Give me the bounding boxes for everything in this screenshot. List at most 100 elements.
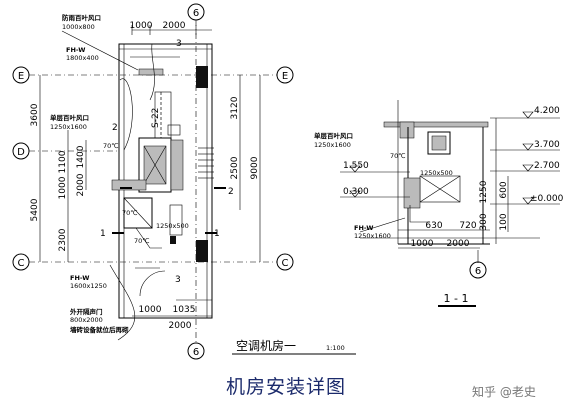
lower-duct-route [135,227,162,249]
dim-right-3120: 3120 [230,96,240,119]
ahu-side [170,139,184,191]
section-fhw-size: 1250x1600 [354,232,391,240]
section-duct-route [409,205,430,223]
axis-c-right-label: C [282,258,289,269]
axis-e-left-label: E [18,71,24,82]
fhw-top-size: 1800x400 [66,54,99,62]
sketch-curve-1 [149,43,155,101]
rain-louver-label: 防雨百叶风口 [62,13,101,22]
roof-beam [399,121,415,139]
section-title: 1 - 1 [444,292,469,305]
single-louver-size: 1250x1600 [50,123,87,131]
dim-left-2300: 2300 [58,228,68,251]
rain-louver-shape [138,68,164,76]
level-0300: 0.300 [343,187,369,197]
dim-top-1000: 1000 [130,21,153,31]
leader-rain-louver [61,30,139,71]
dim-section-630: 630 [425,221,442,231]
vertical-duct [154,91,172,139]
section-temp-70: 70℃ [390,152,406,160]
column-top [196,66,208,88]
plan-view: E D C E C 6 6 [12,3,356,360]
dim-left-2000: 2000 [76,173,86,196]
dim-left-3600: 3600 [30,103,40,126]
fhw-bottom-size: 1600x1250 [70,282,107,290]
door-label: 外开隔声门 [70,307,103,316]
cut-3-top: 3 [176,39,182,49]
dim-bottom-2000: 2000 [169,321,192,331]
dim-section-300: 300 [479,213,489,230]
lower-duct-box [123,197,153,229]
sketch-curve-2 [119,78,133,151]
lower-duct-diag [123,197,153,229]
door-size: 800x2000 [70,316,103,324]
duct-damper [167,124,181,136]
fhw-top-label: FH-W [66,46,85,54]
axis-6-top-label: 6 [193,8,199,19]
single-louver-label: 单层百叶风口 [50,113,89,122]
temp-70-a: 70℃ [103,142,119,150]
axis-6-bottom [187,342,205,360]
section-view: 4.200 3.700 2.700 ±0.000 1.550 0.300 125… [314,100,564,307]
cut-1-left: 1 [100,229,106,239]
section-axis-6-label: 6 [475,266,481,277]
stair-steps [198,147,214,179]
dim-section-2000: 2000 [447,239,470,249]
dim-top-2000: 2000 [163,21,186,31]
plan-scale: 1:100 [326,344,345,352]
section-louver-label: 单层百叶风口 [314,131,353,140]
watermark: 知乎 @老史 [472,385,536,399]
side-duct [169,204,183,236]
rain-louver-size: 1000x800 [62,23,95,31]
dim-section-720: 720 [459,221,476,231]
lower-duct-a [111,179,147,191]
dim-section-1000: 1000 [411,239,434,249]
section-axis-6 [469,261,487,279]
dim-section-100: 100 [499,213,509,230]
axis-6-bottom-label: 6 [193,347,199,358]
sketch-curve-3 [109,264,136,341]
dim-left-1000: 1000 [58,176,68,199]
level-1550: 1.550 [343,161,369,171]
drawing-caption: 机房安装详图 [225,376,346,398]
dim-left-1100: 1100 [58,150,68,173]
section-duct-core [431,135,447,151]
dim-section-600: 600 [499,181,509,198]
wall-note: 墙砖设备就位后再砌 [70,325,129,334]
dim-section-1250: 1250 [479,180,489,203]
section-louver [403,177,421,209]
axis-e-right-label: E [282,71,288,82]
fhw-bottom-label: FH-W [70,274,89,282]
dim-bottom-1035: 1035 [173,305,196,315]
dim-right-2500: 2500 [230,156,240,179]
axis-c-left-label: C [18,258,25,269]
level-2700: 2.700 [534,161,560,171]
dim-left-1400: 1400 [76,145,86,168]
section-fhw-label: FH-W [354,224,373,232]
cut-3-bottom: 3 [175,275,181,285]
ahu-diag-2 [143,145,167,185]
dim-left-5400: 5400 [30,198,40,221]
section-duct-label: 1250x500 [420,169,453,177]
level-0000: ±0.000 [530,194,564,204]
temp-70-c: 70℃ [134,237,150,245]
level-4200: 4.200 [534,106,560,116]
leader-section-fhw [359,217,406,233]
duct-1250-label: 1250x500 [156,222,189,230]
section-duct-box [427,131,451,155]
s22-label: S-22 [151,108,161,128]
dim-right-9000: 9000 [250,156,260,179]
plan-title: 空调机房一 [236,338,296,353]
level-3700: 3.700 [534,140,560,150]
dim-bottom-1000: 1000 [139,305,162,315]
level-markers: 4.200 3.700 2.700 ±0.000 1.550 0.300 [340,106,564,205]
column-bottom [196,240,208,262]
section-louver-size: 1250x1600 [314,141,351,149]
roof-slab [383,121,489,128]
axis-d-left-label: D [17,147,25,158]
column-small [170,236,176,244]
door-swing [139,270,166,297]
temp-70-b: 70℃ [122,209,138,217]
